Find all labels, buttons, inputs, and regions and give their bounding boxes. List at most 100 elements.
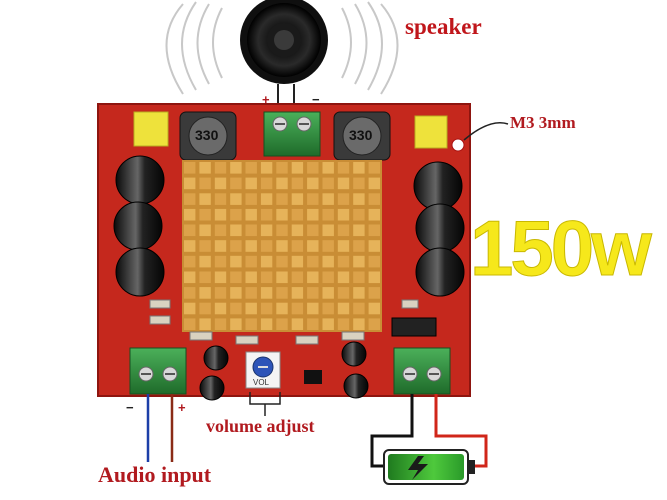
heatsink-fin [199, 208, 211, 221]
heatsink-fin [337, 162, 350, 174]
heatsink-fin [214, 255, 227, 268]
heatsink-fin [199, 177, 211, 190]
heatsink-fin [353, 302, 365, 315]
capacitors-left [113, 155, 165, 297]
heatsink-fin [337, 240, 350, 252]
heatsink-fin [337, 255, 350, 268]
volume-adjust-label: volume adjust [206, 416, 315, 436]
heatsink-fin [307, 271, 319, 284]
heatsink-fin [245, 208, 257, 221]
speaker-label: speaker [405, 14, 482, 39]
heatsink-fin [337, 287, 350, 299]
heatsink-fin [353, 177, 365, 190]
heatsink-fin [214, 177, 227, 190]
heatsink-fin [184, 162, 196, 174]
heatsink-fin [184, 224, 196, 237]
heatsink-fin [368, 271, 380, 284]
yellow-capacitor-left [133, 111, 169, 147]
heatsink-fin [322, 162, 334, 174]
heatsink-fin [307, 224, 319, 237]
heatsink-fin [230, 240, 242, 252]
heatsink-fin [307, 177, 319, 190]
heatsink-fin [307, 162, 319, 174]
heatsink-fin [245, 177, 257, 190]
smd-components [149, 299, 437, 345]
heatsink-fin [368, 193, 380, 205]
heatsink-fin [230, 224, 242, 237]
heatsink-fin [260, 318, 273, 330]
heatsink-fin [199, 255, 211, 268]
heatsink-fin [353, 193, 365, 205]
heatsink-fin [353, 208, 365, 221]
heatsink-fin [214, 318, 227, 330]
heatsink-fin [353, 224, 365, 237]
heatsink-fin [368, 287, 380, 299]
heatsink-fin [276, 177, 288, 190]
heatsink-fin [337, 271, 350, 284]
heatsink-fin [291, 240, 304, 252]
heatsink-fin [276, 240, 288, 252]
heatsink-fin [291, 287, 304, 299]
heatsink-fin [322, 240, 334, 252]
heatsink-fin [322, 271, 334, 284]
heatsink-fin [291, 162, 304, 174]
audio-minus-label: − [126, 400, 134, 415]
heatsink-fin [368, 302, 380, 315]
heatsink-fin [260, 255, 273, 268]
heatsink-fin [322, 302, 334, 315]
speaker-terminal [263, 111, 321, 157]
heatsink-fin [214, 287, 227, 299]
heatsink-fin [276, 271, 288, 284]
heatsink-fin [214, 208, 227, 221]
heatsink-fin [184, 287, 196, 299]
heatsink-fin [245, 162, 257, 174]
volume-potentiometer [245, 351, 281, 389]
ic-chip [304, 370, 322, 384]
heatsink-fin [245, 271, 257, 284]
heatsink-fin [353, 240, 365, 252]
heatsink-fin [214, 224, 227, 237]
heatsink-fin [291, 302, 304, 315]
heatsink-fin [214, 162, 227, 174]
heatsink-fin [260, 287, 273, 299]
heatsink-fin [291, 318, 304, 330]
heatsink-fin [199, 240, 211, 252]
heatsink-fin [307, 193, 319, 205]
heatsink-fin [276, 193, 288, 205]
heatsink-fin [276, 255, 288, 268]
heatsink-fin [199, 162, 211, 174]
heatsink-fin [245, 318, 257, 330]
heatsink-fin [368, 240, 380, 252]
sound-waves [165, 1, 399, 95]
heatsink-fin [337, 302, 350, 315]
yellow-capacitor-right [414, 115, 448, 149]
battery-icon [383, 449, 475, 485]
power-rating-label: 150w [470, 204, 653, 293]
audio-input-terminal [129, 347, 187, 395]
heatsink-fin [276, 224, 288, 237]
potentiometer-marking: VOL [253, 378, 270, 387]
heatsink-fin [260, 177, 273, 190]
heatsink-fin [260, 302, 273, 315]
inductor-right [333, 111, 391, 161]
inductor-left-marking: 330 [195, 127, 219, 143]
heatsink-fin [291, 271, 304, 284]
heatsink-fin [368, 224, 380, 237]
heatsink-fin [322, 318, 334, 330]
heatsink-fin [353, 271, 365, 284]
heatsink-fin [199, 302, 211, 315]
heatsink-fin [337, 193, 350, 205]
heatsink-fin [199, 193, 211, 205]
heatsink-fin [230, 302, 242, 315]
heatsink-fin [276, 208, 288, 221]
heatsink-fin [291, 177, 304, 190]
heatsink-fin [307, 318, 319, 330]
heatsink-fin [230, 318, 242, 330]
audio-plus-label: + [178, 400, 186, 415]
heatsink-fin [245, 287, 257, 299]
mount-hole-label: M3 3mm [510, 113, 576, 132]
heatsink-fin [322, 208, 334, 221]
heatsink-fin [245, 302, 257, 315]
small-capacitors-bottom [199, 341, 369, 401]
heatsink-fin [353, 162, 365, 174]
